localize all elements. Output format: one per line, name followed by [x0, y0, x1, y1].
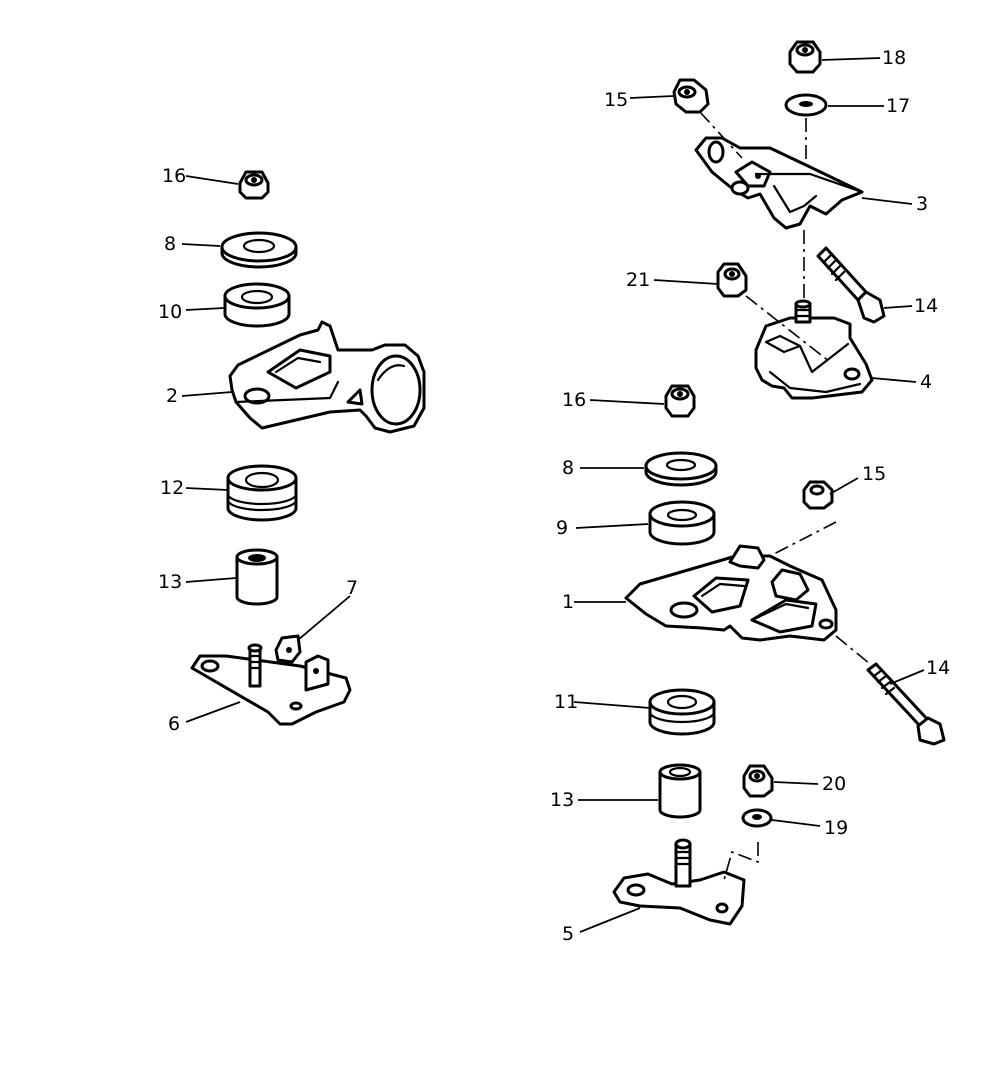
callout-14-upper: 14	[914, 295, 938, 317]
part-3-upper-bracket	[694, 136, 864, 230]
part-15-bolt-top	[672, 78, 710, 114]
callout-19: 19	[824, 817, 848, 839]
callout-8-left: 8	[164, 233, 176, 255]
part-20-nut	[742, 764, 774, 798]
callout-7: 7	[346, 577, 358, 599]
callout-15-top: 15	[604, 89, 628, 111]
part-10-rubber-bush-left	[223, 282, 291, 328]
callout-21: 21	[626, 269, 650, 291]
callout-11: 11	[554, 691, 578, 713]
callout-13-left: 13	[158, 571, 182, 593]
part-11-grommet	[648, 688, 716, 736]
callout-2: 2	[166, 385, 178, 407]
callout-3: 3	[916, 193, 928, 215]
part-19-washer	[741, 808, 773, 828]
callout-9: 9	[556, 517, 568, 539]
callout-6: 6	[168, 713, 180, 735]
callout-18: 18	[882, 47, 906, 69]
part-2-bracket	[228, 320, 426, 434]
callout-17: 17	[886, 95, 910, 117]
callout-5: 5	[562, 923, 574, 945]
part-21-nut	[716, 262, 748, 298]
part-8-washer-left	[220, 231, 298, 269]
part-18-nut	[788, 40, 822, 74]
part-9-rubber-bush	[648, 500, 716, 546]
callout-12: 12	[160, 477, 184, 499]
callout-10-left: 10	[158, 301, 182, 323]
part-6-base-plate	[190, 643, 352, 726]
callout-numbers: 16 8 10 2 12 13 7 6 18 15 17 3 21 14 4 1…	[158, 47, 950, 945]
callout-15-middle: 15	[862, 463, 886, 485]
part-7-clip	[274, 634, 302, 664]
part-14-bolt-upper	[816, 246, 886, 324]
callout-13-right: 13	[550, 789, 574, 811]
part-12-grommet-left	[226, 464, 298, 522]
callout-16-left: 16	[162, 165, 186, 187]
part-13-collar-left	[235, 548, 279, 606]
callout-1: 1	[562, 591, 574, 613]
part-17-washer	[784, 93, 828, 117]
part-1-main-bracket	[624, 544, 838, 642]
part-5-base-plate	[612, 838, 746, 926]
callout-8-right: 8	[562, 457, 574, 479]
part-16-nut-right	[664, 384, 696, 418]
callout-14-lower: 14	[926, 657, 950, 679]
callout-20: 20	[822, 773, 846, 795]
part-15-bolt-middle	[802, 480, 834, 510]
callout-4: 4	[920, 371, 932, 393]
part-4-engine-mount	[754, 299, 874, 400]
callout-leaders	[181, 57, 925, 933]
part-8-washer-right	[644, 451, 718, 487]
part-14-bolt-lower	[866, 662, 946, 746]
assembly-center-lines	[699, 111, 871, 881]
part-13-collar-right	[658, 763, 702, 819]
callout-16-right: 16	[562, 389, 586, 411]
part-16-nut-left	[238, 170, 270, 200]
